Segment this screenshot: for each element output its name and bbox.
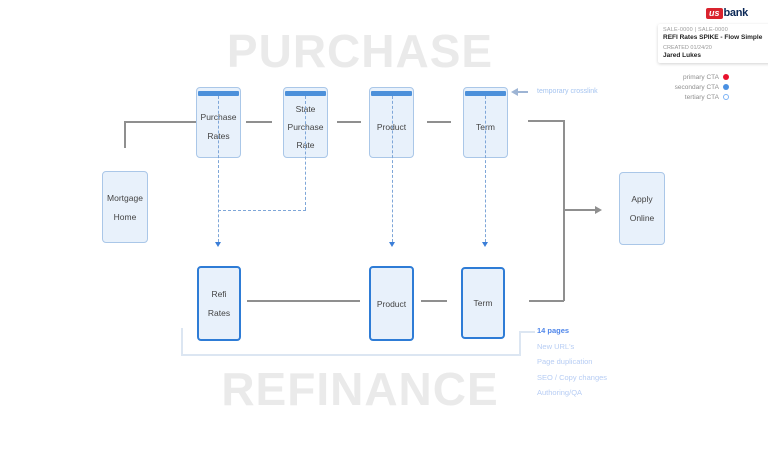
connector-term-refi-horizontal bbox=[529, 300, 564, 302]
refirates-arrowhead-icon bbox=[215, 242, 221, 247]
legend-row-primary: primary CTA bbox=[675, 72, 729, 82]
dashed-link-statepurchase-horizontal bbox=[218, 210, 306, 211]
refinance-watermark: REFINANCE bbox=[221, 363, 499, 415]
note-new-urls: New URL's bbox=[537, 341, 575, 351]
usbank-logo-shield: us bbox=[706, 7, 723, 19]
project-title: REFI Rates SPIKE - Flow Simple bbox=[663, 34, 763, 41]
connector-mortgage-elbow-horizontal bbox=[124, 121, 196, 123]
purchase-watermark: PURCHASE bbox=[226, 25, 494, 77]
note-authoring-qa: Authoring/QA bbox=[537, 388, 583, 397]
connector-purchaserates-statepurchase bbox=[246, 121, 272, 123]
crosslink-label: temporary crosslink bbox=[537, 88, 598, 95]
product-arrowhead-icon bbox=[389, 242, 395, 247]
author-name: Jared Lukes bbox=[663, 52, 701, 59]
dashed-link-term-term bbox=[485, 96, 486, 242]
usbank-logo-wordmark: bank bbox=[723, 7, 749, 19]
legend-row-secondary: secondary CTA bbox=[675, 82, 729, 92]
crosslink-arrow-icon bbox=[511, 88, 518, 96]
created-date: CREATED 01/24/20 bbox=[663, 45, 712, 51]
legend-label-secondary: secondary CTA bbox=[674, 83, 719, 91]
note-seo-copy-changes: SEO / Copy changes bbox=[537, 372, 608, 382]
term-arrowhead-icon bbox=[482, 242, 488, 247]
node-state-purchase-rate-header-bar bbox=[285, 91, 326, 96]
secondary-cta-dot-icon bbox=[723, 84, 729, 90]
project-info-card: SALE-0000 | SALE-0000 REFI Rates SPIKE -… bbox=[658, 24, 768, 63]
node-purchase-rates-header-bar bbox=[198, 91, 239, 96]
node-product-refinance-label: Product bbox=[376, 298, 407, 309]
legend-label-tertiary: tertiary CTA bbox=[684, 93, 719, 101]
note-pages-count: 14 pages bbox=[537, 326, 570, 335]
node-product-purchase[interactable]: Product bbox=[369, 87, 414, 158]
apply-online-arrowhead-icon bbox=[595, 206, 602, 214]
node-term-purchase-header-bar bbox=[465, 91, 506, 96]
note-page-duplication: Page duplication bbox=[537, 357, 593, 366]
node-term-refinance-label: Term bbox=[473, 298, 493, 308]
refinance-bracket-left bbox=[181, 328, 183, 356]
dashed-link-product-product bbox=[392, 96, 393, 242]
primary-cta-dot-icon bbox=[723, 74, 729, 80]
node-term-refinance[interactable]: Term bbox=[461, 267, 505, 339]
node-product-refinance[interactable]: Product bbox=[369, 266, 414, 341]
crosslink-arrow-stem bbox=[517, 91, 528, 93]
node-product-purchase-label: Product bbox=[376, 121, 407, 132]
dashed-link-purchaserates-refirates bbox=[218, 96, 219, 242]
refinance-bracket-right bbox=[519, 331, 521, 356]
connector-mortgage-elbow-vertical bbox=[124, 121, 126, 148]
tertiary-cta-ring-icon bbox=[723, 94, 729, 100]
connector-refirates-product bbox=[247, 300, 360, 302]
refinance-bracket-bottom bbox=[181, 354, 521, 356]
ticket-ids: SALE-0000 | SALE-0000 bbox=[663, 27, 728, 33]
connector-product-term-top bbox=[427, 121, 451, 123]
node-product-purchase-header-bar bbox=[371, 91, 412, 96]
connector-term-right-horizontal bbox=[528, 120, 564, 122]
connector-right-vertical bbox=[563, 120, 565, 301]
dashed-link-statepurchase-vertical bbox=[305, 96, 306, 210]
connector-apply-online-line bbox=[563, 209, 595, 211]
legend-label-primary: primary CTA bbox=[683, 73, 719, 81]
cta-legend: primary CTA secondary CTA tertiary CTA bbox=[675, 72, 729, 102]
connector-product-term-bottom bbox=[421, 300, 447, 302]
legend-row-tertiary: tertiary CTA bbox=[675, 92, 729, 102]
notes-list: 14 pages New URL's Page duplication SEO … bbox=[537, 326, 607, 404]
connector-statepurchase-product bbox=[337, 121, 361, 123]
refinance-bracket-tick bbox=[519, 331, 535, 333]
